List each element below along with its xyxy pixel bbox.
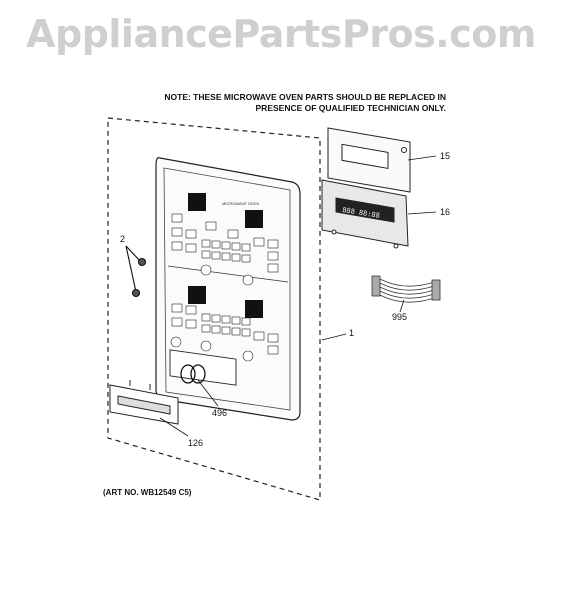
door-handle	[109, 380, 179, 425]
technician-note: NOTE: THESE MICROWAVE OVEN PARTS SHOULD …	[164, 92, 446, 114]
display-board: 888 88:88	[321, 179, 409, 249]
callout-496: 496	[212, 408, 227, 418]
assembly-boundary	[107, 117, 321, 501]
ribbon-cable	[371, 275, 441, 303]
watermark-logo: AppliancePartsPros.com	[26, 12, 536, 56]
lower-keypad	[170, 303, 279, 362]
callout-2: 2	[120, 234, 125, 244]
screw-icon	[125, 245, 147, 298]
note-line-2: PRESENCE OF QUALIFIED TECHNICIAN ONLY.	[255, 103, 446, 113]
knob-ring	[180, 364, 206, 384]
upper-display-right	[245, 210, 263, 228]
upper-display-left	[188, 193, 206, 211]
note-line-1: NOTE: THESE MICROWAVE OVEN PARTS SHOULD …	[164, 92, 446, 102]
mounting-bracket	[327, 127, 411, 193]
callout-126: 126	[188, 438, 203, 448]
lower-display-right	[245, 300, 263, 318]
leader-lines	[159, 155, 437, 437]
control-panel: MICROWAVE OVEN	[155, 157, 301, 421]
callout-16: 16	[440, 207, 450, 217]
lower-display-left	[188, 286, 206, 304]
upper-keypad	[171, 213, 279, 286]
svg-text:MICROWAVE OVEN: MICROWAVE OVEN	[222, 201, 259, 206]
callout-1: 1	[349, 328, 354, 338]
callout-15: 15	[440, 151, 450, 161]
art-number: (ART NO. WB12549 C5)	[103, 488, 192, 497]
callout-995: 995	[392, 312, 407, 322]
